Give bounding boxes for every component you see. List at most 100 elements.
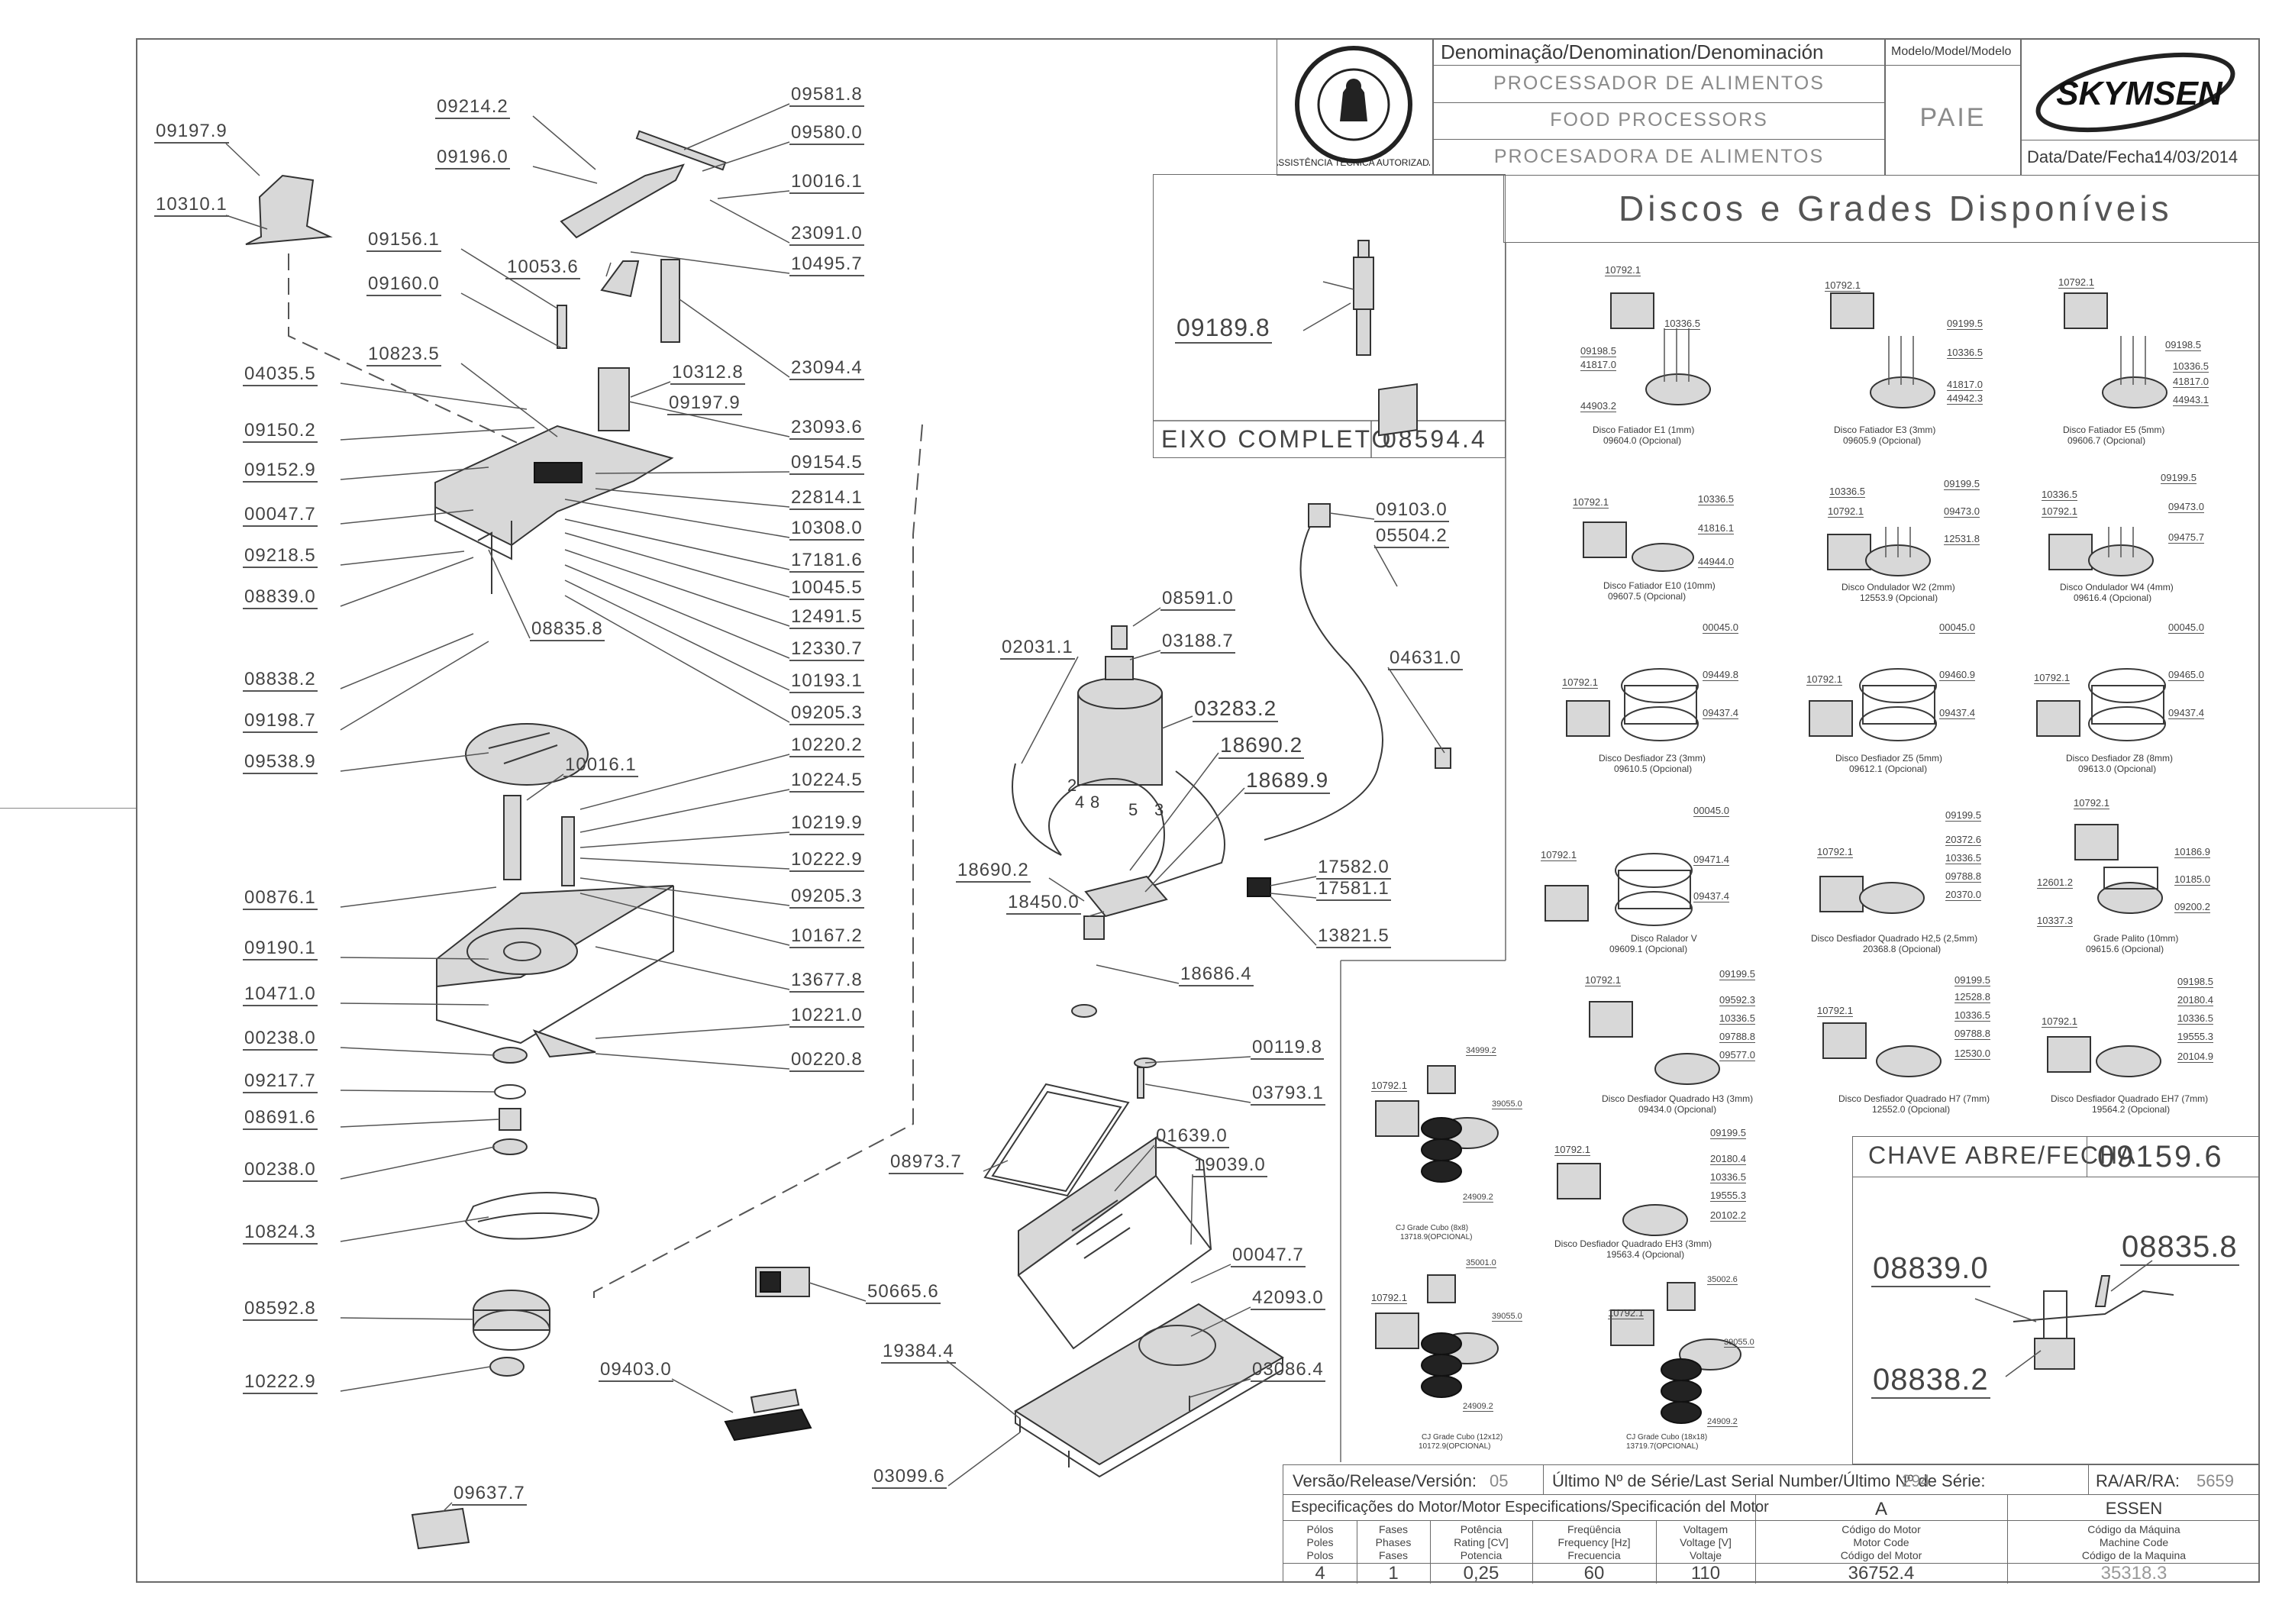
e1-code: 09604.0 (Opcional) (1603, 435, 1682, 446)
cube8-title: CJ Grade Cubo (8x8) (1396, 1224, 1469, 1232)
hdr-motor-code: Código do Motor Motor Code Código del Mo… (1840, 1523, 1922, 1561)
callout-right-9: 22814.1 (789, 487, 864, 510)
callout-right-5: 10495.7 (789, 253, 864, 276)
callout-cab-2: 01639.0 (1154, 1125, 1229, 1148)
callout-left-21: 10222.9 (243, 1371, 318, 1394)
date-value: 14/03/2014 (2154, 147, 2239, 166)
eh3-title: Disco Desfiador Quadrado EH3 (3mm) (1554, 1238, 1712, 1249)
v-title: Disco Ralador V (1631, 933, 1697, 944)
hdr-phases: Fases Phases Fases (1375, 1523, 1412, 1561)
callout-motor-9: 17582.0 (1316, 857, 1391, 880)
switch-box: CHAVE ABRE/FECHA 09159.6 08839.0 08835.8… (1852, 1136, 2260, 1464)
wire-number-2: 4 (1075, 793, 1085, 812)
v-code: 09609.1 (Opcional) (1609, 944, 1688, 954)
eh7-title: Disco Desfiador Quadrado EH7 (7mm) (2051, 1093, 2209, 1104)
disc-thumb-h25 (1819, 876, 1925, 914)
z8-part-4: 09437.4 (2168, 707, 2204, 719)
callout-motor-11: 13821.5 (1316, 925, 1391, 948)
callout-cab-5: 42093.0 (1251, 1287, 1325, 1310)
eh7-part-4: 10336.5 (2177, 1012, 2213, 1025)
val-phases: 1 (1388, 1563, 1399, 1584)
v-part-4: 09437.4 (1693, 890, 1729, 902)
w4-part-1: 10336.5 (2042, 489, 2077, 501)
motor-col-essen: ESSEN (2105, 1499, 2163, 1518)
v-part-1: 00045.0 (1693, 805, 1729, 817)
callout-left-18: 00238.0 (243, 1159, 318, 1182)
e3-title: Disco Fatiador E3 (3mm) (1834, 425, 1936, 435)
z3-part-3: 09449.8 (1703, 669, 1738, 681)
footer-table: Versão/Release/Versión: 05 Último Nº de … (1283, 1464, 2260, 1584)
cube12-part-4: 24909.2 (1463, 1402, 1493, 1412)
z5-part-3: 09460.9 (1939, 669, 1975, 681)
callout-left-9: 08838.2 (243, 669, 318, 692)
h25-title: Disco Desfiador Quadrado H2,5 (2,5mm) (1811, 933, 1978, 944)
e1-part-5: 44903.2 (1580, 400, 1616, 412)
h7-part-1: 10792.1 (1817, 1005, 1853, 1017)
v-part-3: 09471.4 (1693, 854, 1729, 866)
e1-title: Disco Fatiador E1 (1mm) (1593, 425, 1695, 435)
callout-cab-3: 19039.0 (1193, 1154, 1267, 1177)
callout-cab-4: 00047.7 (1231, 1245, 1306, 1267)
z5-part-4: 09437.4 (1939, 707, 1975, 719)
callout-mid-6: 10823.5 (366, 344, 441, 366)
switch-part-1: 08839.0 (1871, 1251, 1990, 1287)
callout-mid-3: 09156.1 (366, 229, 441, 252)
palito-title: Grade Palito (10mm) (2093, 933, 2179, 944)
callout-right-19: 10219.9 (789, 812, 864, 835)
hdr-frequency: Freqüência Frequency [Hz] Frecuencia (1557, 1523, 1631, 1561)
callout-mid-10: 09197.9 (667, 392, 742, 415)
w4-title: Disco Ondulador W4 (4mm) (2060, 582, 2174, 592)
callout-cab-1: 08973.7 (889, 1151, 964, 1174)
palito-part-2: 10186.9 (2174, 846, 2210, 858)
h3-title: Disco Desfiador Quadrado H3 (3mm) (1602, 1093, 1754, 1104)
h25-code: 20368.8 (Opcional) (1863, 944, 1942, 954)
z5-title: Disco Desfiador Z5 (5mm) (1835, 753, 1943, 764)
callout-motor-2: 03188.7 (1160, 631, 1235, 654)
callout-right-12: 10045.5 (789, 577, 864, 600)
h3-part-6: 09577.0 (1719, 1049, 1755, 1061)
callout-left-14: 10471.0 (243, 983, 318, 1006)
cube18-part-3: 39055.0 (1724, 1338, 1754, 1348)
callout-right-7: 23093.6 (789, 417, 864, 440)
w4-part-4: 09473.0 (2168, 501, 2204, 513)
seal-box: ASSISTÊNCIA TÉCNICA AUTORIZADA (1272, 38, 1435, 176)
callout-right-17: 10220.2 (789, 735, 864, 757)
e3-part-2: 09199.5 (1947, 318, 1983, 330)
callout-right-2: 09580.0 (789, 122, 864, 145)
e3-part-4: 41817.0 (1947, 379, 1983, 391)
eh7-part-5: 19555.3 (2177, 1031, 2213, 1043)
w2-part-4: 09473.0 (1944, 505, 1980, 518)
val-rating: 0,25 (1463, 1563, 1499, 1584)
e10-title: Disco Fatiador E10 (10mm) (1603, 580, 1716, 591)
callout-motor-1: 08591.0 (1160, 588, 1235, 611)
palito-code: 09615.6 (Opcional) (2086, 944, 2164, 954)
cube18-title: CJ Grade Cubo (18x18) (1626, 1433, 1708, 1442)
w4-part-2: 09199.5 (2161, 472, 2197, 484)
cube-grid-thumb-12 (1375, 1274, 1499, 1398)
palito-part-1: 10792.1 (2074, 797, 2109, 809)
eh3-part-3: 20180.4 (1710, 1153, 1746, 1165)
val-voltage: 110 (1690, 1563, 1721, 1584)
denomination-box: Denominação/Denomination/Denominación PR… (1432, 38, 1886, 176)
wire-number-4: 5 (1128, 800, 1138, 819)
cube18-part-1: 35002.6 (1707, 1275, 1738, 1285)
callout-mid-5: 10053.6 (505, 257, 580, 279)
callout-cab-10: 09403.0 (599, 1359, 673, 1382)
callout-left-16: 09217.7 (243, 1070, 318, 1093)
callout-left-3: 04035.5 (243, 363, 318, 386)
ra-label: RA/AR/RA: (2096, 1471, 2180, 1490)
cube18-part-4: 24909.2 (1707, 1417, 1738, 1427)
callout-motor-14: 03793.1 (1251, 1083, 1325, 1106)
callout-right-1: 09581.8 (789, 84, 864, 107)
e5-part-3: 10336.5 (2173, 360, 2209, 373)
callout-motor-13: 00119.8 (1251, 1037, 1324, 1060)
model-value: PAIE (1919, 103, 1987, 132)
callout-right-20: 10222.9 (789, 849, 864, 872)
callout-motor-6: 18689.9 (1244, 768, 1331, 794)
callout-right-6: 23094.4 (789, 357, 864, 380)
callout-left-20: 08592.8 (243, 1298, 318, 1321)
callout-cab-9: 03099.6 (872, 1466, 947, 1489)
callout-right-21: 09205.3 (789, 886, 864, 909)
callout-right-8: 09154.5 (789, 452, 864, 475)
h7-part-5: 09788.8 (1954, 1028, 1990, 1040)
